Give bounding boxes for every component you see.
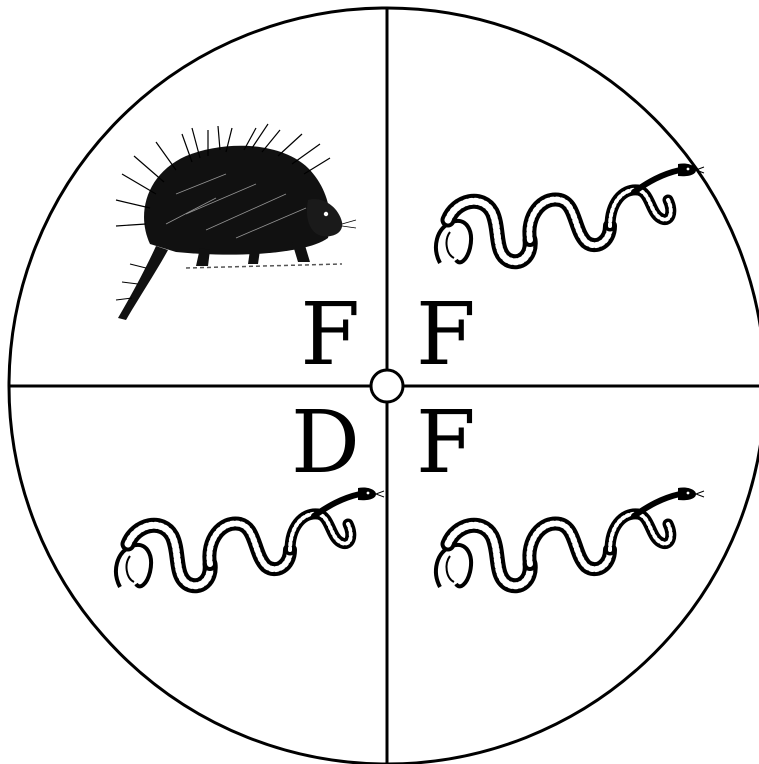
snake-icon-top-right bbox=[436, 163, 704, 263]
quadrant-letter-bottom-left: D bbox=[291, 393, 360, 493]
center-node bbox=[371, 370, 403, 402]
quadrant-letter-top-right: F bbox=[416, 285, 476, 385]
snake-icon-bottom-left bbox=[116, 487, 384, 587]
quadrant-letter-bottom-right: F bbox=[416, 393, 476, 493]
quadrant-letter-top-left: F bbox=[300, 285, 360, 385]
snake-icon-bottom-right bbox=[436, 487, 704, 587]
